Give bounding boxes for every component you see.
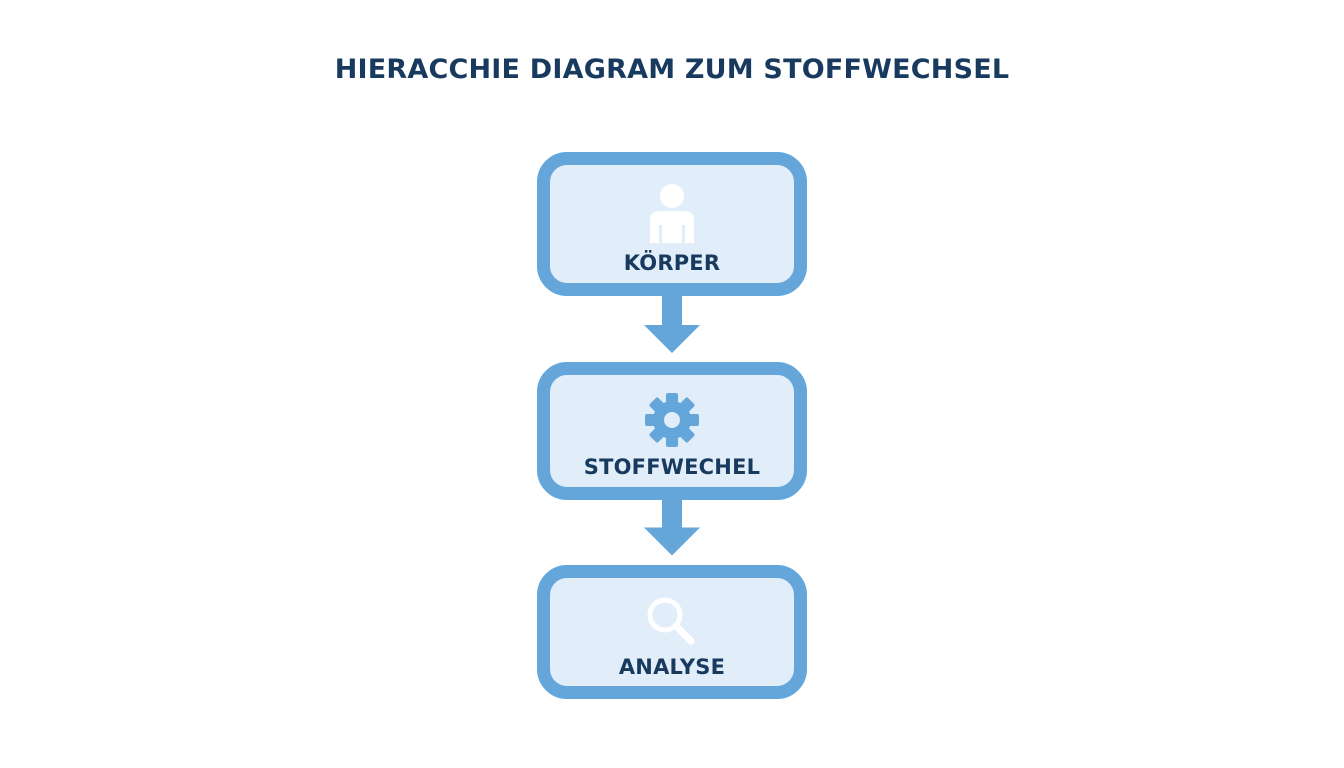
node-label-korper: KÖRPER bbox=[623, 251, 721, 275]
node-analyse: ANALYSE bbox=[537, 565, 807, 699]
node-stoffwechel: STOFFWECHEL bbox=[537, 362, 807, 500]
node-korper: KÖRPER bbox=[537, 152, 807, 296]
arrow-down-icon bbox=[644, 497, 700, 556]
arrow-down-icon bbox=[644, 295, 700, 353]
person-icon bbox=[650, 184, 694, 243]
diagram-title: HIERACCHIE DIAGRAM ZUM STOFFWECHSEL bbox=[334, 54, 1010, 85]
node-label-analyse: ANALYSE bbox=[618, 655, 726, 679]
node-label-stoffwechel: STOFFWECHEL bbox=[583, 455, 761, 479]
magnifier-icon bbox=[647, 597, 695, 645]
gear-icon bbox=[645, 393, 699, 447]
